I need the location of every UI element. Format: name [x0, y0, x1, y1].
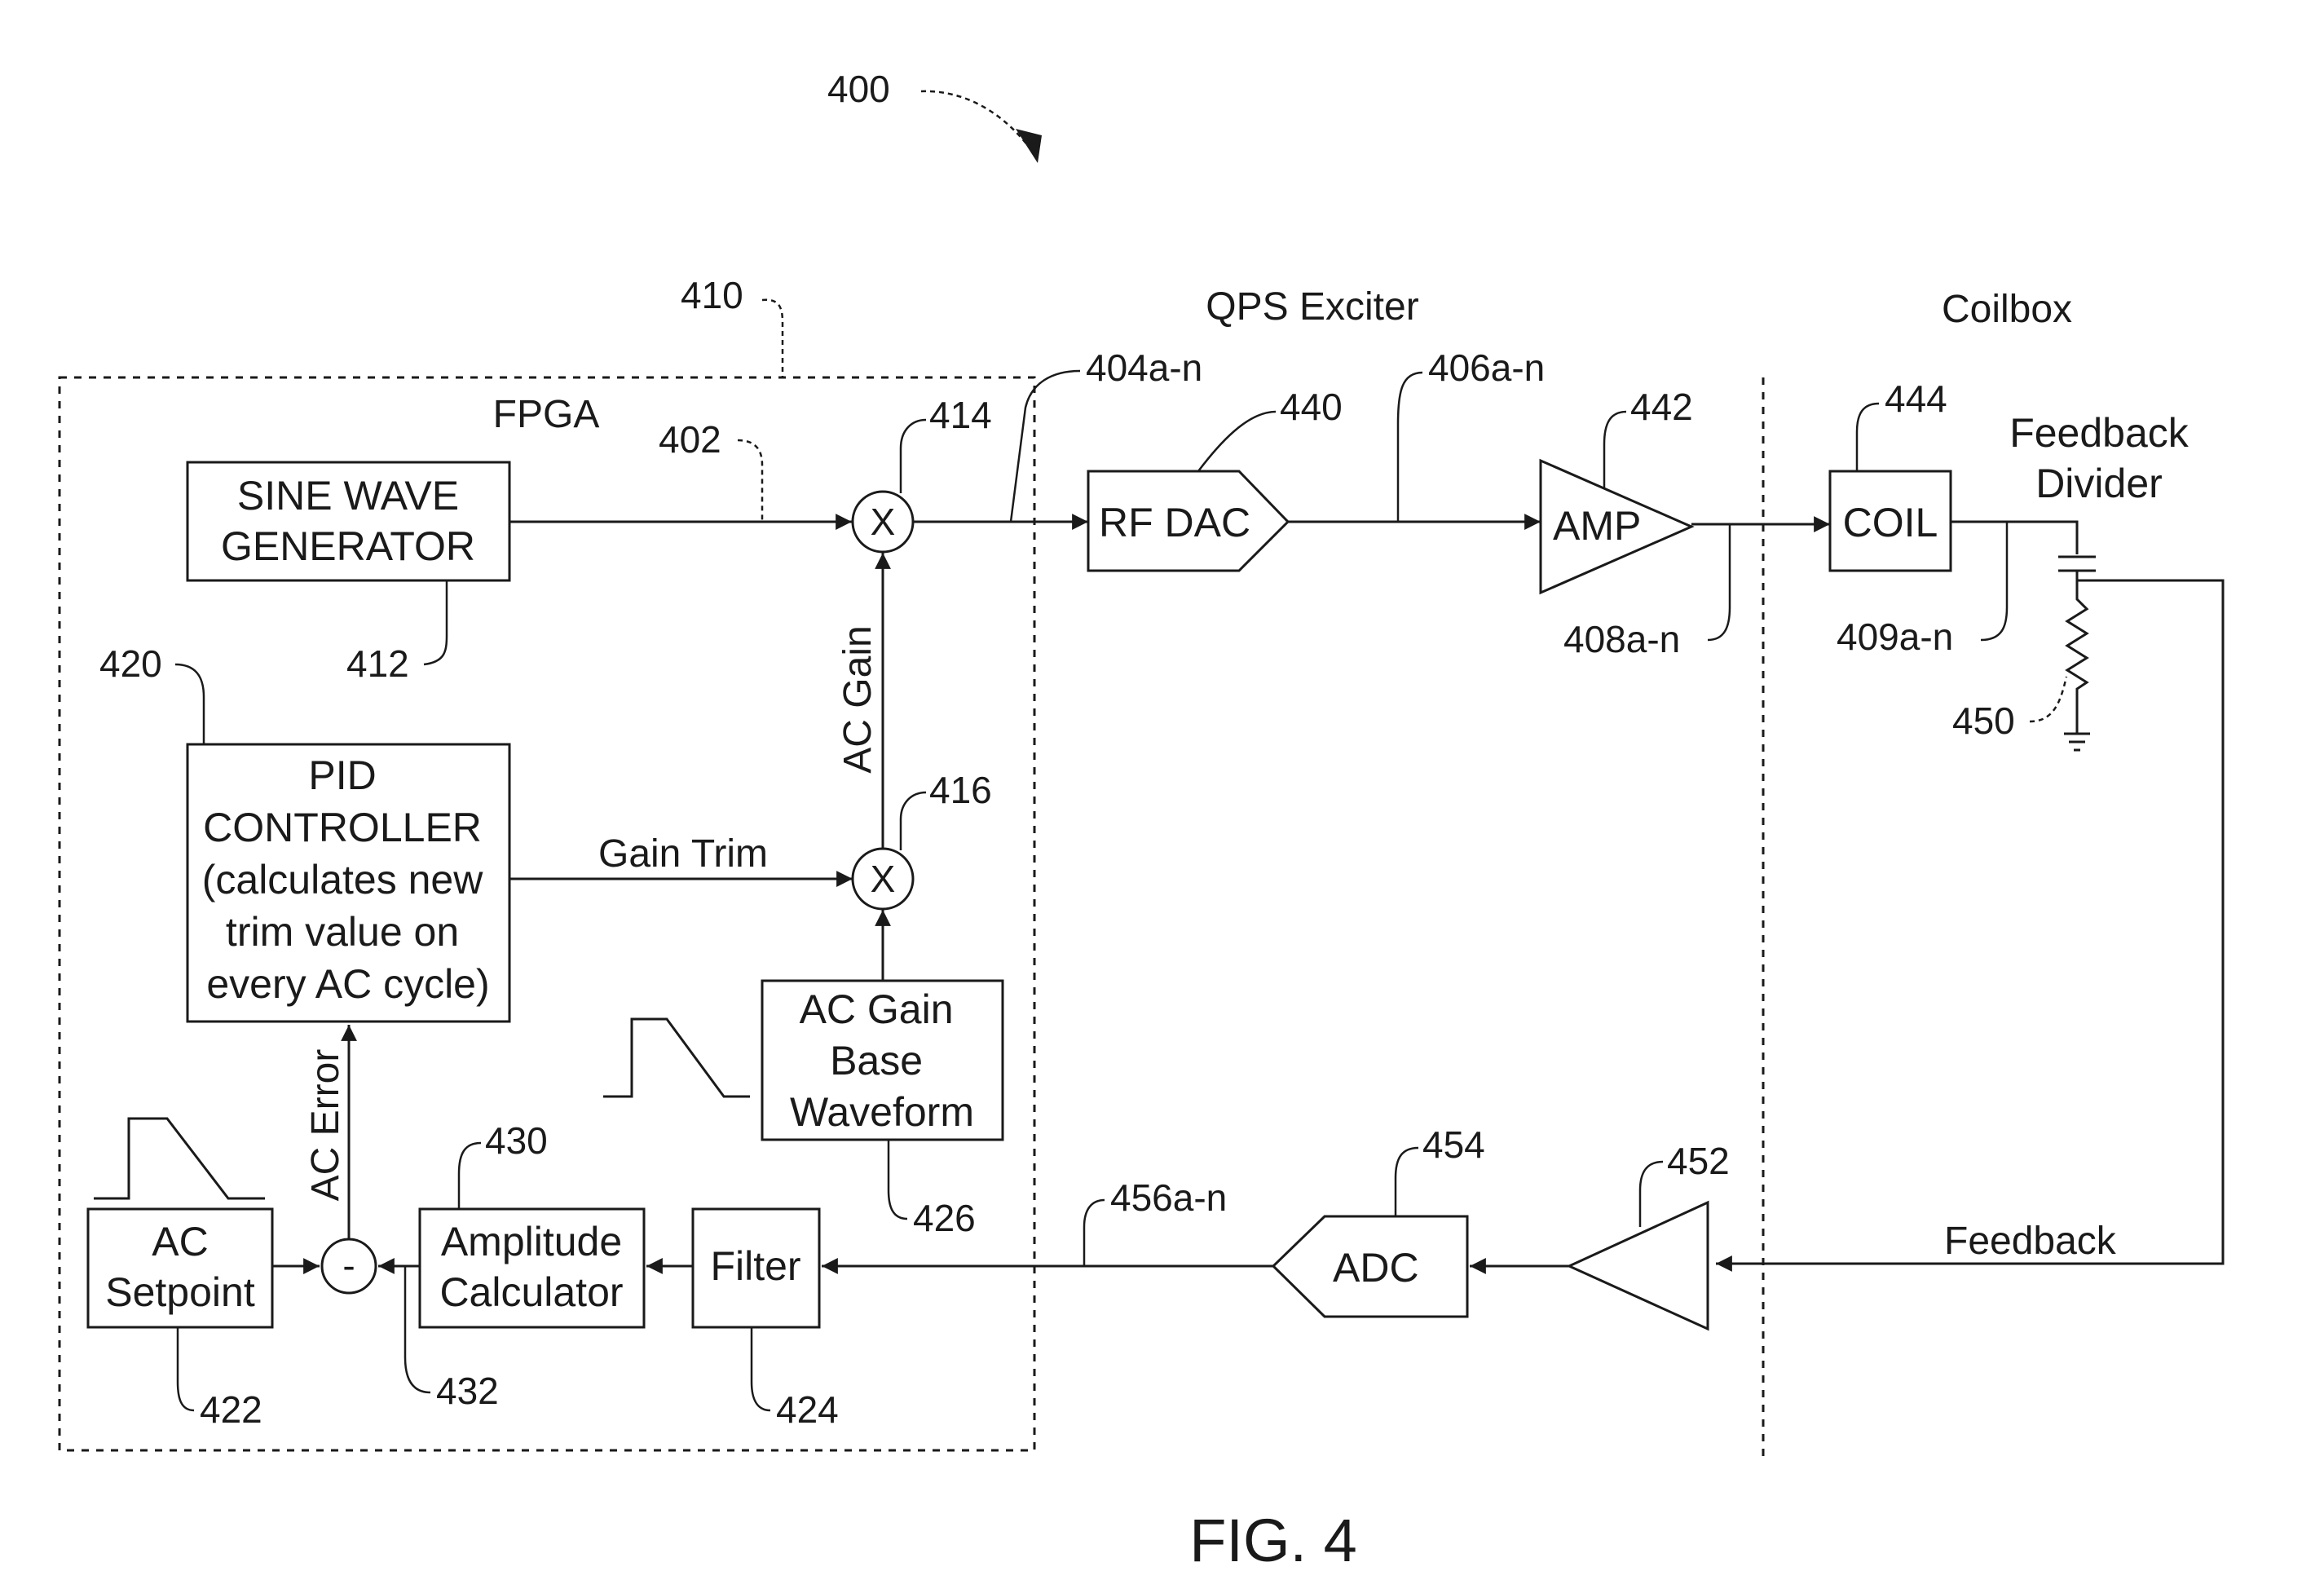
rf-dac-label: RF DAC — [1099, 500, 1250, 545]
leader-440 — [1197, 410, 1277, 472]
leader-412 — [423, 580, 448, 666]
capacitor-symbol — [2058, 555, 2096, 572]
ac-gain-base-waveform-label: AC Gain Base Waveform — [790, 986, 974, 1135]
ref-422: 422 — [200, 1388, 262, 1431]
ref-452: 452 — [1667, 1140, 1730, 1182]
leader-414 — [899, 418, 927, 493]
leader-456 — [1083, 1198, 1105, 1266]
ref-440: 440 — [1280, 386, 1343, 428]
leader-400 — [920, 90, 1030, 148]
leader-442 — [1603, 410, 1627, 489]
resistor-symbol — [2065, 571, 2089, 734]
ac-gain-label: AC Gain — [836, 625, 880, 773]
ref-409: 409a-n — [1837, 616, 1953, 658]
adc-block — [1271, 1215, 1469, 1318]
ac-gain-base-waveform-block — [761, 979, 1004, 1141]
amp-block — [1539, 458, 1695, 595]
filter-block — [691, 1207, 821, 1329]
leader-430 — [457, 1141, 482, 1209]
figure-caption: FIG. 4 — [1189, 1507, 1357, 1574]
ref-400: 400 — [827, 68, 890, 110]
subtractor-432-symbol: - — [342, 1244, 355, 1286]
feedback-line — [1716, 579, 2225, 1272]
ref-454: 454 — [1422, 1123, 1485, 1166]
fpga-boundary — [58, 376, 1036, 1452]
gain-waveform-icon — [603, 1017, 750, 1098]
ref-424: 424 — [776, 1388, 839, 1431]
ref-412: 412 — [346, 642, 409, 685]
leader-454 — [1394, 1146, 1419, 1216]
ref-456: 456a-n — [1110, 1176, 1227, 1219]
ref-430: 430 — [485, 1119, 548, 1162]
feedback-label: Feedback — [1944, 1220, 2117, 1263]
ref-426: 426 — [913, 1197, 976, 1239]
setpoint-waveform-icon — [94, 1117, 265, 1200]
leader-416 — [899, 791, 927, 850]
leader-444 — [1855, 402, 1880, 471]
gain-trim-label: Gain Trim — [598, 832, 768, 876]
ref-404: 404a-n — [1086, 346, 1202, 389]
leader-450 — [2029, 676, 2068, 723]
qps-exciter-label: QPS Exciter — [1206, 285, 1418, 329]
leader-452 — [1638, 1160, 1664, 1227]
rf-dac-block — [1087, 470, 1290, 572]
leader-420 — [174, 663, 205, 744]
leader-409 — [1980, 522, 2009, 642]
leader-406 — [1396, 371, 1423, 522]
amp-label: AMP — [1553, 503, 1641, 549]
multiplier-414-symbol: X — [871, 501, 896, 543]
sine-wave-generator-block — [186, 461, 511, 582]
amplitude-calculator-block — [418, 1207, 646, 1329]
ref-414: 414 — [929, 394, 992, 436]
leader-410 — [761, 298, 784, 377]
ref-450: 450 — [1952, 699, 2015, 742]
ref-406: 406a-n — [1428, 346, 1545, 389]
leader-424 — [750, 1327, 771, 1412]
coilbox-label: Coilbox — [1942, 288, 2072, 331]
arrow-400 — [1016, 129, 1042, 163]
ref-410: 410 — [681, 274, 743, 316]
fpga-label: FPGA — [493, 393, 600, 436]
ref-444: 444 — [1885, 377, 1947, 420]
leader-426 — [887, 1140, 908, 1220]
ref-432: 432 — [436, 1370, 499, 1412]
leader-432 — [404, 1266, 431, 1394]
ac-setpoint-block — [86, 1207, 274, 1329]
ref-402: 402 — [659, 418, 721, 461]
adc-label: ADC — [1333, 1245, 1419, 1291]
coil-label: COIL — [1843, 500, 1938, 545]
pid-controller-block — [186, 743, 511, 1023]
ground-symbol — [2064, 732, 2090, 752]
leader-408 — [1707, 524, 1731, 642]
filter-label: Filter — [710, 1243, 800, 1289]
ref-416: 416 — [929, 769, 992, 811]
leader-422 — [176, 1327, 195, 1412]
buffer-452-block — [1566, 1200, 1709, 1331]
coil-block — [1828, 470, 1952, 572]
ac-error-label: AC Error — [304, 1049, 347, 1202]
pid-controller-label: PID CONTROLLER (calculates new trim valu… — [202, 752, 495, 1007]
ref-420: 420 — [99, 642, 162, 685]
leader-404 — [1009, 369, 1081, 523]
multiplier-416-symbol: X — [871, 858, 896, 900]
ref-408: 408a-n — [1563, 618, 1680, 660]
signal-409-line — [1951, 520, 2079, 554]
leader-402 — [737, 439, 764, 522]
ref-442: 442 — [1630, 386, 1693, 428]
